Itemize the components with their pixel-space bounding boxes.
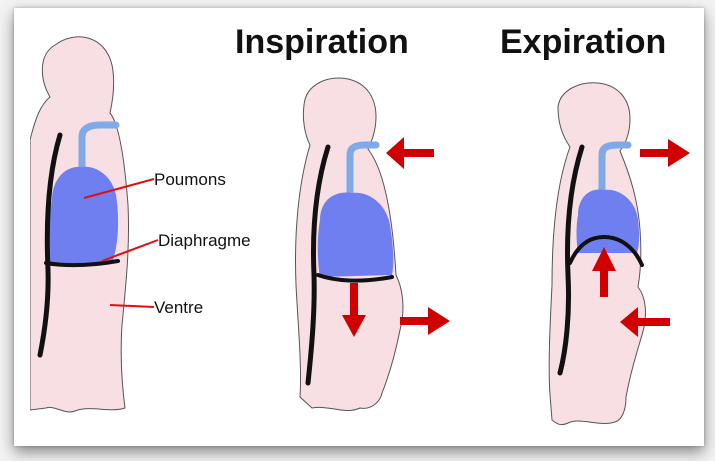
arrow-air-out-icon [640,139,690,167]
label-lungs: Poumons [154,170,226,189]
title-expiration: Expiration [500,25,666,61]
arrow-belly-out-icon [400,307,450,335]
figure-inspiration: Inspiration [235,25,450,411]
figure-reference: Poumons Diaphragme Ventre [30,37,251,412]
diagram-canvas: Poumons Diaphragme Ventre Inspiration Ex… [30,25,694,433]
lungs-reference [49,167,118,265]
body-expiration [549,83,645,425]
title-inspiration: Inspiration [235,25,409,61]
breathing-diagram: Poumons Diaphragme Ventre Inspiration Ex… [30,25,694,433]
arrow-air-in-icon [386,137,434,169]
label-belly: Ventre [154,298,203,317]
label-diaphragm: Diaphragme [158,231,251,250]
figure-expiration: Expiration [500,25,690,425]
